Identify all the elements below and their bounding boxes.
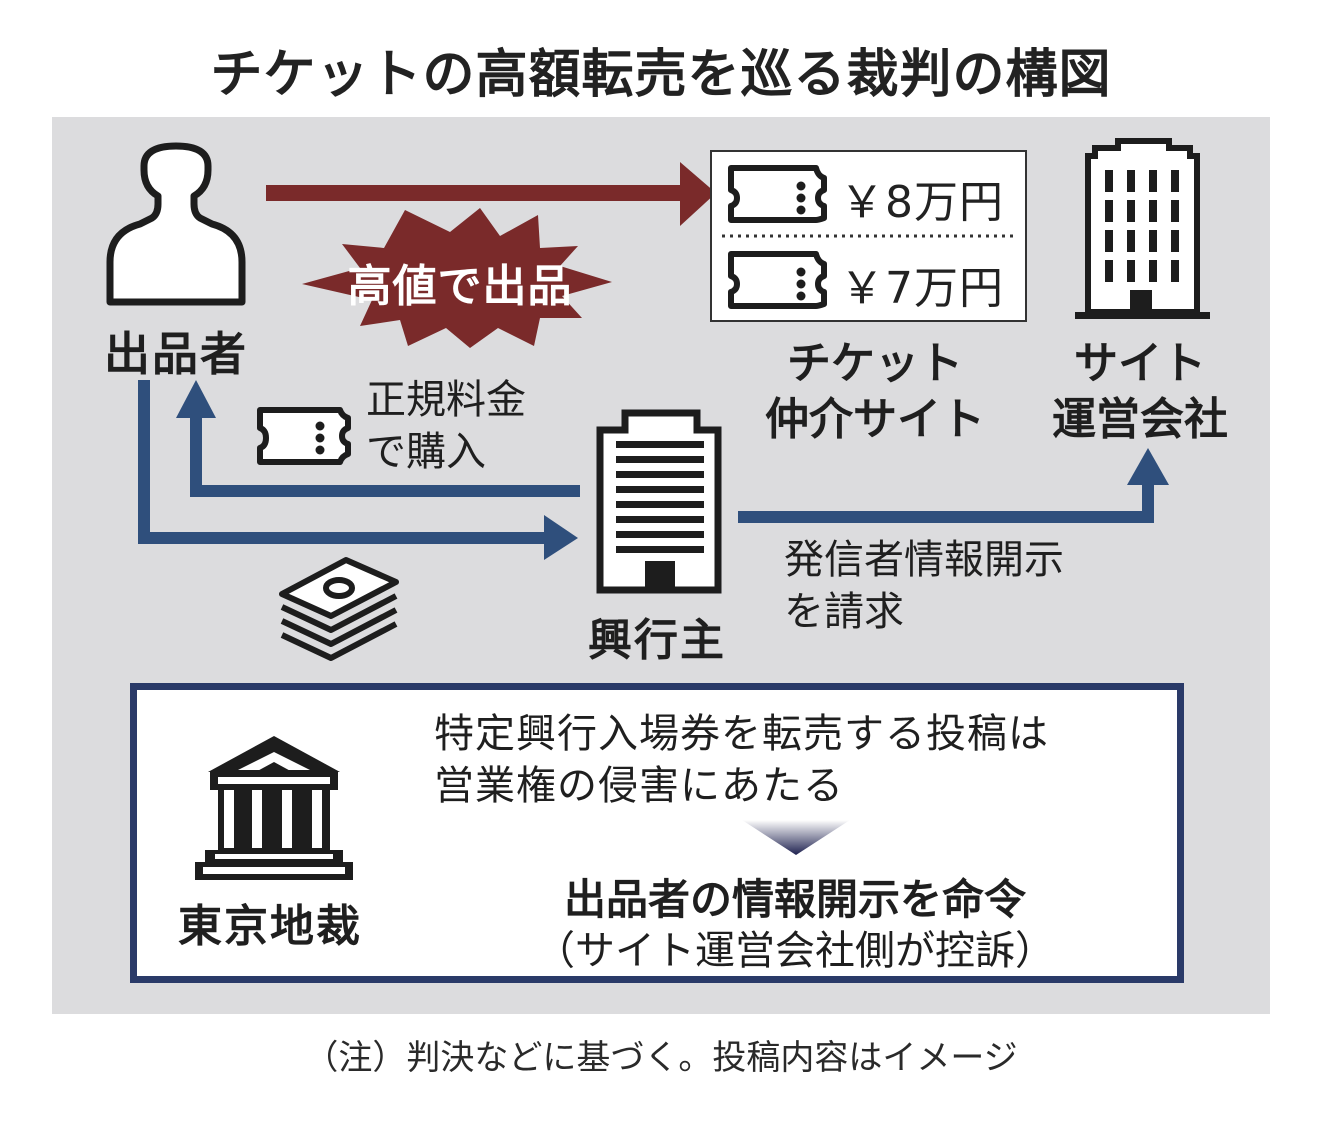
site-operator-label-line2: 運営会社 [1052, 394, 1228, 445]
court-order: 出品者の情報開示を命令 [563, 875, 1026, 924]
site-operator-label-line1: サイト [1074, 338, 1206, 389]
ruling-text: 特定興行入場券を転売する投稿は 営業権の侵害にあたる [434, 708, 1049, 812]
ticket-icon [257, 407, 351, 465]
building-icon [596, 409, 722, 594]
purchase-label-line2: で購入 [366, 429, 486, 475]
court-label: 東京地裁 [178, 901, 362, 952]
office-building-icon [1075, 138, 1210, 319]
broker-site-label-line1: チケット [787, 338, 963, 389]
resale-arrow [266, 162, 716, 226]
purchase-label: 正規料金 で購入 [366, 374, 526, 478]
listing-price: ￥8万円 [840, 177, 1004, 228]
figure-title: チケットの高額転売を巡る裁判の構図 [210, 45, 1112, 105]
ruling-line1: 特定興行入場券を転売する投稿は [434, 711, 1049, 757]
payment-flow-arrow [138, 380, 578, 560]
ticket-perforation [796, 267, 806, 301]
courthouse-icon [195, 736, 353, 880]
organizer-label: 興行主 [588, 615, 726, 666]
resale-label: 高値で出品 [347, 261, 573, 312]
seller-label: 出品者 [104, 327, 248, 381]
ticket-perforation [796, 181, 806, 215]
disclosure-request-label: 発信者情報開示 を請求 [784, 534, 1064, 638]
appeal-note: （サイト運営会社側が控訴） [535, 928, 1055, 974]
footnote: （注）判決などに基づく。投稿内容はイメージ [304, 1038, 1018, 1078]
broker-site-label: チケット 仲介サイト [740, 336, 1010, 448]
person-icon [106, 142, 246, 306]
purchase-label-line1: 正規料金 [366, 377, 526, 423]
listing-price: ￥7万円 [840, 263, 1004, 314]
ruling-line2: 営業権の侵害にあたる [434, 763, 844, 809]
ticket-perforation [315, 421, 325, 455]
cash-stack-icon [279, 557, 399, 661]
result-down-arrow [742, 820, 850, 855]
disclosure-request-line2: を請求 [784, 589, 904, 635]
broker-site-label-line2: 仲介サイト [765, 394, 985, 445]
ticket-flow-arrow [176, 380, 580, 497]
site-operator-label: サイト 運営会社 [1040, 336, 1240, 448]
disclosure-request-arrow [738, 448, 1169, 523]
disclosure-request-line1: 発信者情報開示 [784, 537, 1064, 583]
burst-badge [302, 208, 612, 348]
